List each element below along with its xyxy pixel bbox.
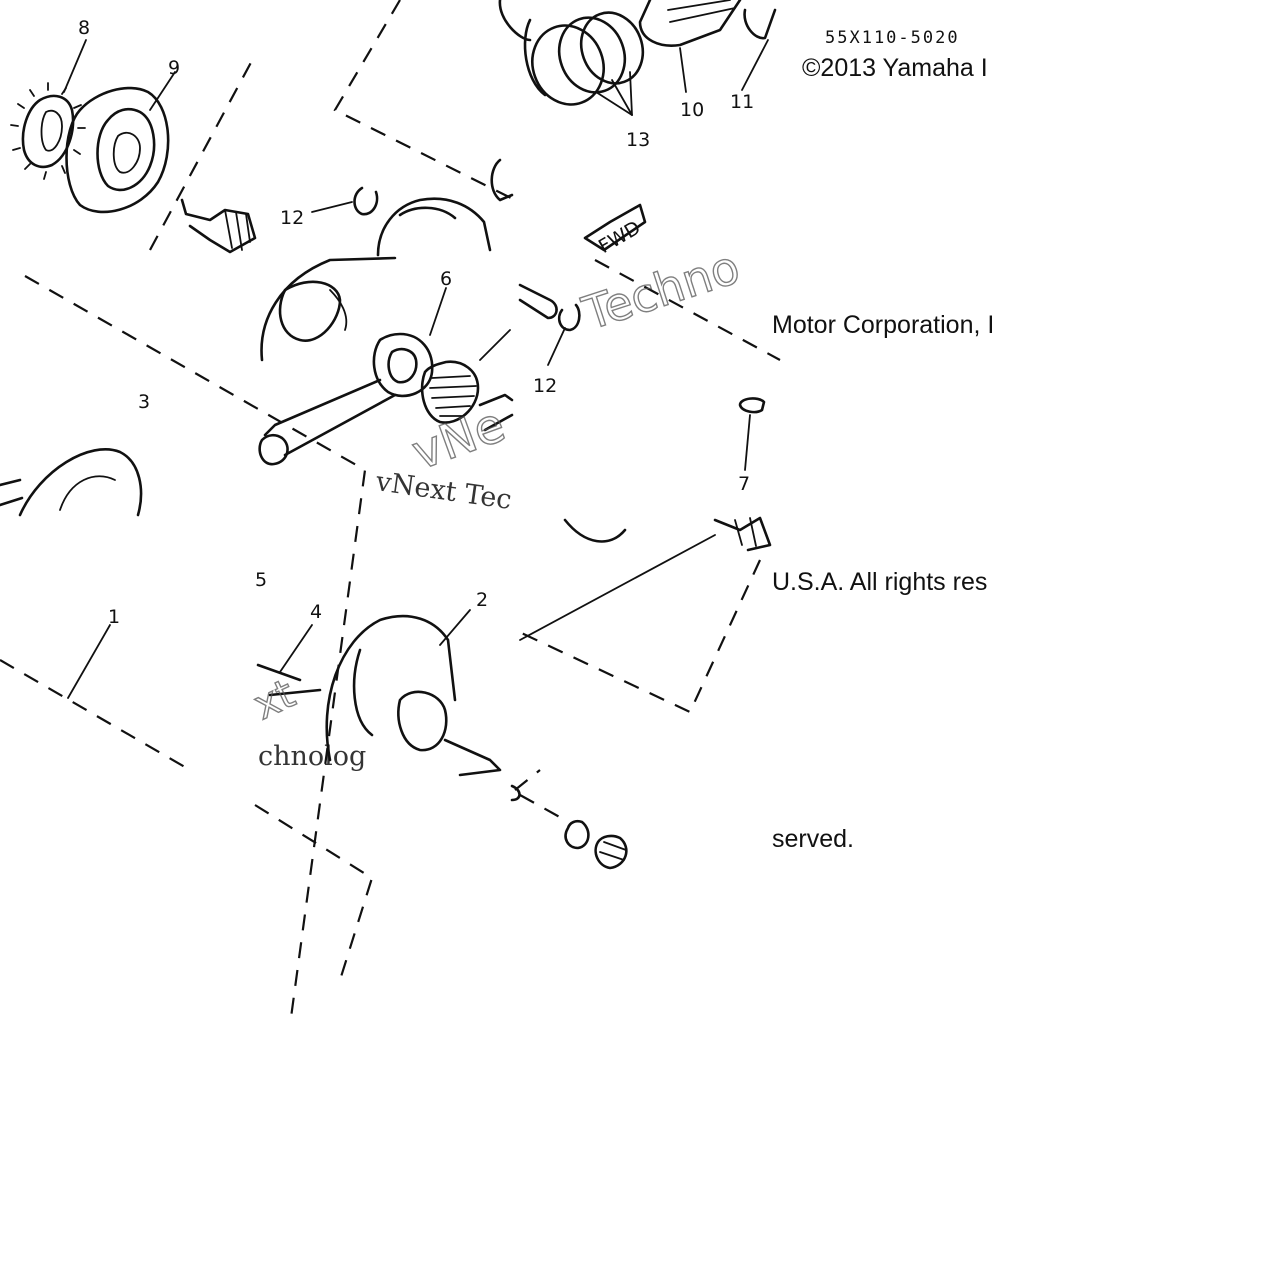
copyright-line-2: Motor Corporation, I: [772, 311, 995, 339]
part-code: 55X110-5020: [825, 28, 960, 48]
forward-arrow-icon: [583, 203, 647, 252]
washer-and-nut: [510, 784, 628, 870]
callout-3: 3: [138, 391, 150, 413]
callout-6: 6: [440, 268, 452, 290]
crankshaft-end: [180, 198, 257, 254]
callout-2: 2: [476, 589, 488, 611]
callout-12-upper: 12: [280, 207, 304, 229]
watermark-text-b: Techno: [576, 240, 746, 341]
crank-web-upper: [376, 158, 514, 257]
callout-4: 4: [310, 601, 322, 623]
callout-13: 13: [626, 129, 650, 151]
bearing-9: [65, 71, 176, 214]
group-frame-crank-lower: [0, 659, 374, 981]
piston-pin-11: [741, 8, 777, 91]
callout-11: 11: [730, 91, 754, 113]
crankshaft-right: [519, 516, 772, 641]
callout-1: 1: [108, 606, 120, 628]
watermark-text-d: vNe: [405, 397, 512, 482]
callout-7: 7: [738, 473, 750, 495]
copyright-line-1: ©2013 Yamaha I: [802, 54, 988, 82]
group-frame-piston: [333, 0, 516, 201]
callout-9: 9: [168, 57, 180, 79]
watermark-text-e: xt: [247, 671, 302, 729]
callout-8: 8: [78, 17, 90, 39]
circlip-12-right: [547, 303, 581, 366]
group-frame-small: [514, 769, 566, 821]
callout-12-right: 12: [533, 375, 557, 397]
needle-bearing: [420, 329, 514, 432]
woodruff-key-7: [738, 397, 766, 471]
piston-rings-13: [531, 11, 645, 116]
piston-pin: [518, 283, 558, 320]
crank-web-3: [0, 448, 143, 517]
fwd-label: FWD: [595, 217, 644, 258]
group-frame-top-left: [149, 54, 256, 251]
group-frame-right: [514, 259, 781, 714]
circlip-12-upper: [311, 186, 379, 216]
crank-web-2: [325, 609, 502, 777]
crank-pin-4: [256, 624, 322, 697]
copyright-line-3: U.S.A. All rights res: [772, 568, 988, 596]
sprocket-8: [10, 39, 87, 180]
copyright-line-4: served.: [772, 825, 854, 853]
crank-web-left: [260, 256, 397, 362]
watermark-text-c: chnolog: [258, 741, 366, 772]
piston-10: [498, 0, 742, 97]
group-frame-crank: [24, 275, 367, 1026]
crankshaft-assy-1: [67, 624, 111, 699]
callout-5: 5: [255, 569, 267, 591]
callout-10: 10: [680, 99, 704, 121]
connecting-rod-6: [258, 287, 447, 466]
